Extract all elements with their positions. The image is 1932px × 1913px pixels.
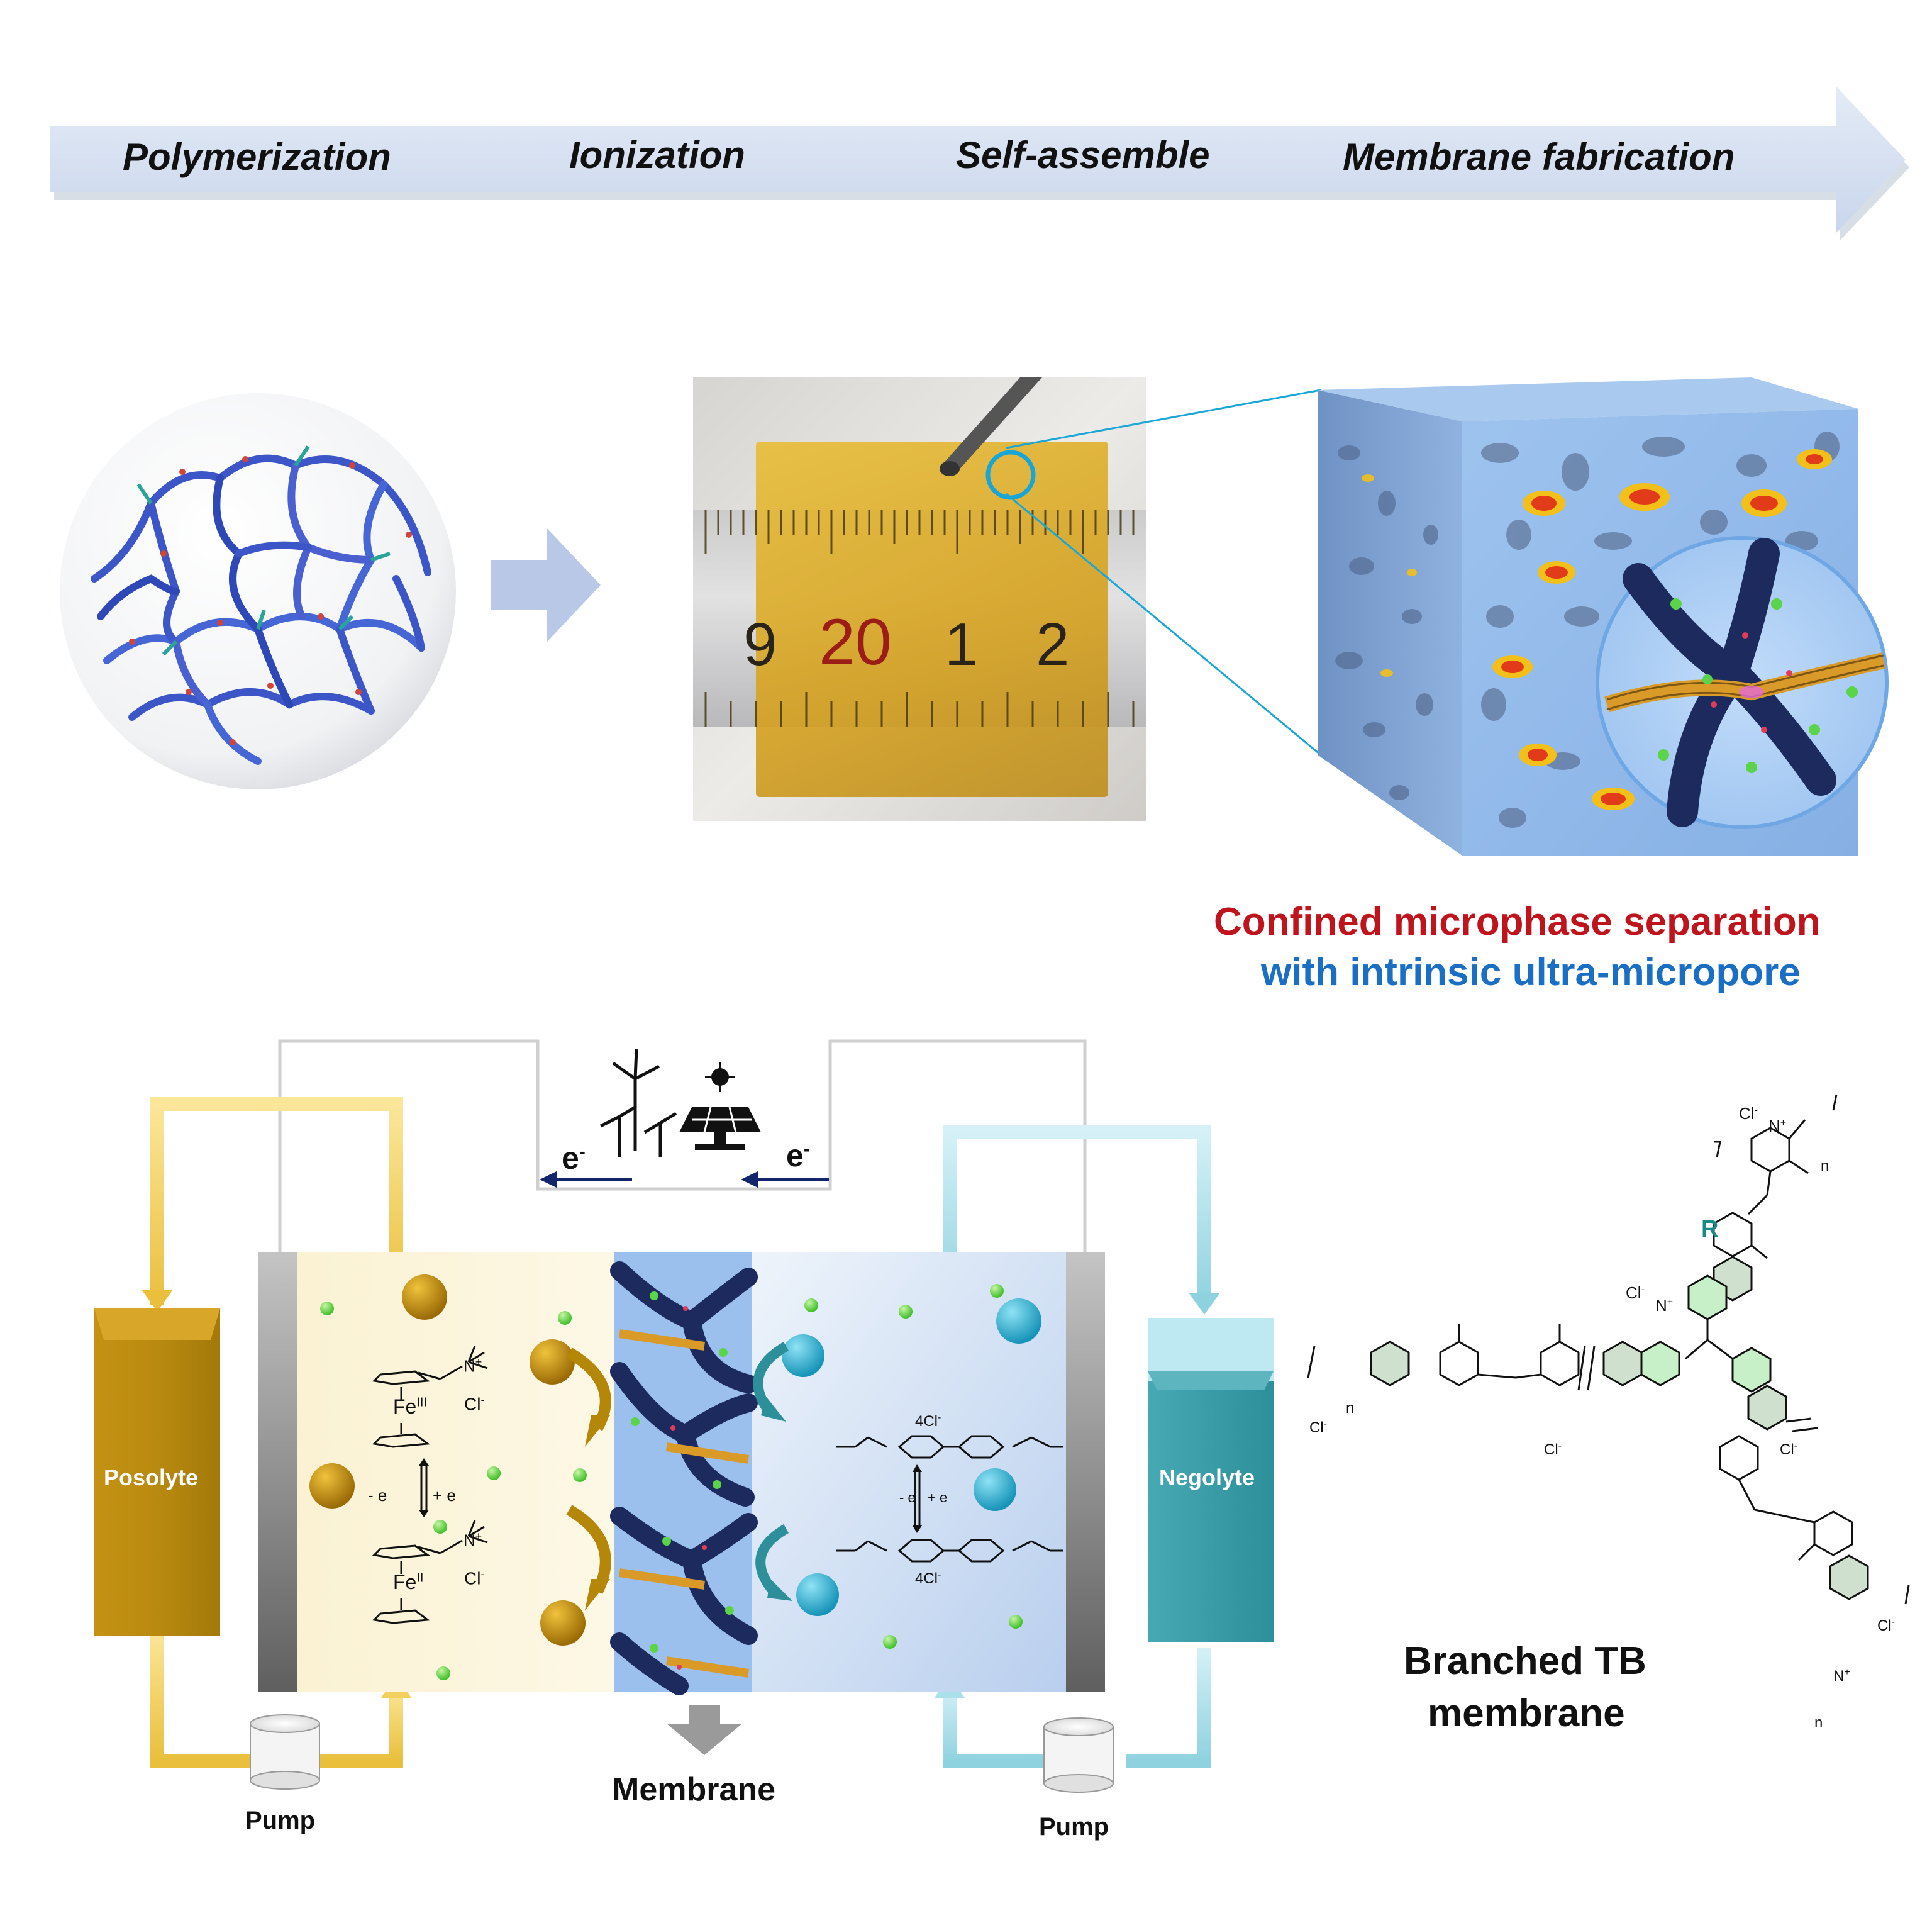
tb-n-index-1: n — [1821, 1157, 1829, 1174]
step-polymerization: Polymerization — [123, 136, 391, 178]
flow-battery — [94, 1039, 1274, 1793]
cl-bottom: Cl- — [464, 1568, 485, 1588]
posolyte-label: Posolyte — [104, 1464, 199, 1490]
membrane-label: Membrane — [612, 1771, 776, 1808]
viologen-counter-bottom: 4Cl- — [915, 1570, 941, 1587]
polymer-network-sphere — [60, 393, 456, 789]
tb-cl-1: Cl- — [1739, 1104, 1758, 1123]
yellow-membrane — [756, 442, 1108, 797]
ruler-number-20: 20 — [819, 606, 892, 679]
tweezer — [940, 377, 1042, 476]
process-arrow — [50, 87, 1909, 240]
zoom-lines — [1006, 389, 1321, 756]
process-right-arrow — [491, 528, 601, 642]
ruler-overlay-ticks — [704, 510, 1135, 727]
redox-ferrocene-minus: - e — [368, 1486, 387, 1505]
tb-title-line2: membrane — [1428, 1692, 1625, 1735]
electron-right-label: e- — [786, 1138, 810, 1173]
fe3-label: FeIII — [393, 1395, 428, 1418]
fe2-label: FeII — [393, 1571, 424, 1593]
tb-core-r: R — [1701, 1216, 1719, 1242]
negolyte-label: Negolyte — [1159, 1464, 1255, 1490]
tb-n-index-2: n — [1346, 1400, 1355, 1417]
tb-n-1: N+ — [1768, 1117, 1787, 1135]
redox-viologen-plus: + e — [928, 1490, 948, 1505]
microphase-cube — [1318, 377, 1889, 856]
step-self-assemble: Self-assemble — [956, 134, 1210, 176]
pump-left-label: Pump — [245, 1807, 316, 1834]
electron-left-label: e- — [562, 1141, 586, 1176]
tb-n-index-3: n — [1814, 1714, 1823, 1731]
step-ionization: Ionization — [569, 134, 745, 176]
redox-ferrocene-plus: + e — [433, 1486, 456, 1505]
pump-right-label: Pump — [1039, 1813, 1109, 1841]
tb-cl-3: Cl- — [1309, 1419, 1327, 1436]
n-plus-bottom: N+ — [464, 1530, 482, 1550]
tb-title-line1: Branched TB — [1404, 1639, 1646, 1683]
ruler-number-1: 1 — [945, 611, 979, 678]
caption-line1: Confined microphase separation — [1214, 900, 1821, 944]
cl-top: Cl- — [464, 1393, 485, 1414]
ruler-number-9: 9 — [743, 611, 777, 678]
caption-line2: with intrinsic ultra-micropore — [1261, 951, 1801, 994]
tb-cl-4: Cl- — [1544, 1441, 1562, 1458]
tb-cl-6: Cl- — [1877, 1617, 1895, 1634]
redox-viologen-minus: - e — [899, 1490, 916, 1505]
tb-n-3: N+ — [1833, 1667, 1850, 1685]
tb-n-2: N+ — [1655, 1296, 1674, 1315]
viologen-counter-top: 4Cl- — [915, 1412, 941, 1430]
membrane-photo: 9 20 1 2 — [693, 377, 1146, 821]
n-plus-top: N+ — [464, 1356, 482, 1376]
tb-cl-5: Cl- — [1780, 1441, 1797, 1458]
tb-cl-2: Cl- — [1626, 1283, 1645, 1302]
ruler-number-2: 2 — [1036, 611, 1070, 678]
step-membrane-fabrication: Membrane fabrication — [1343, 136, 1735, 178]
tb-structure — [1307, 1094, 1910, 1605]
